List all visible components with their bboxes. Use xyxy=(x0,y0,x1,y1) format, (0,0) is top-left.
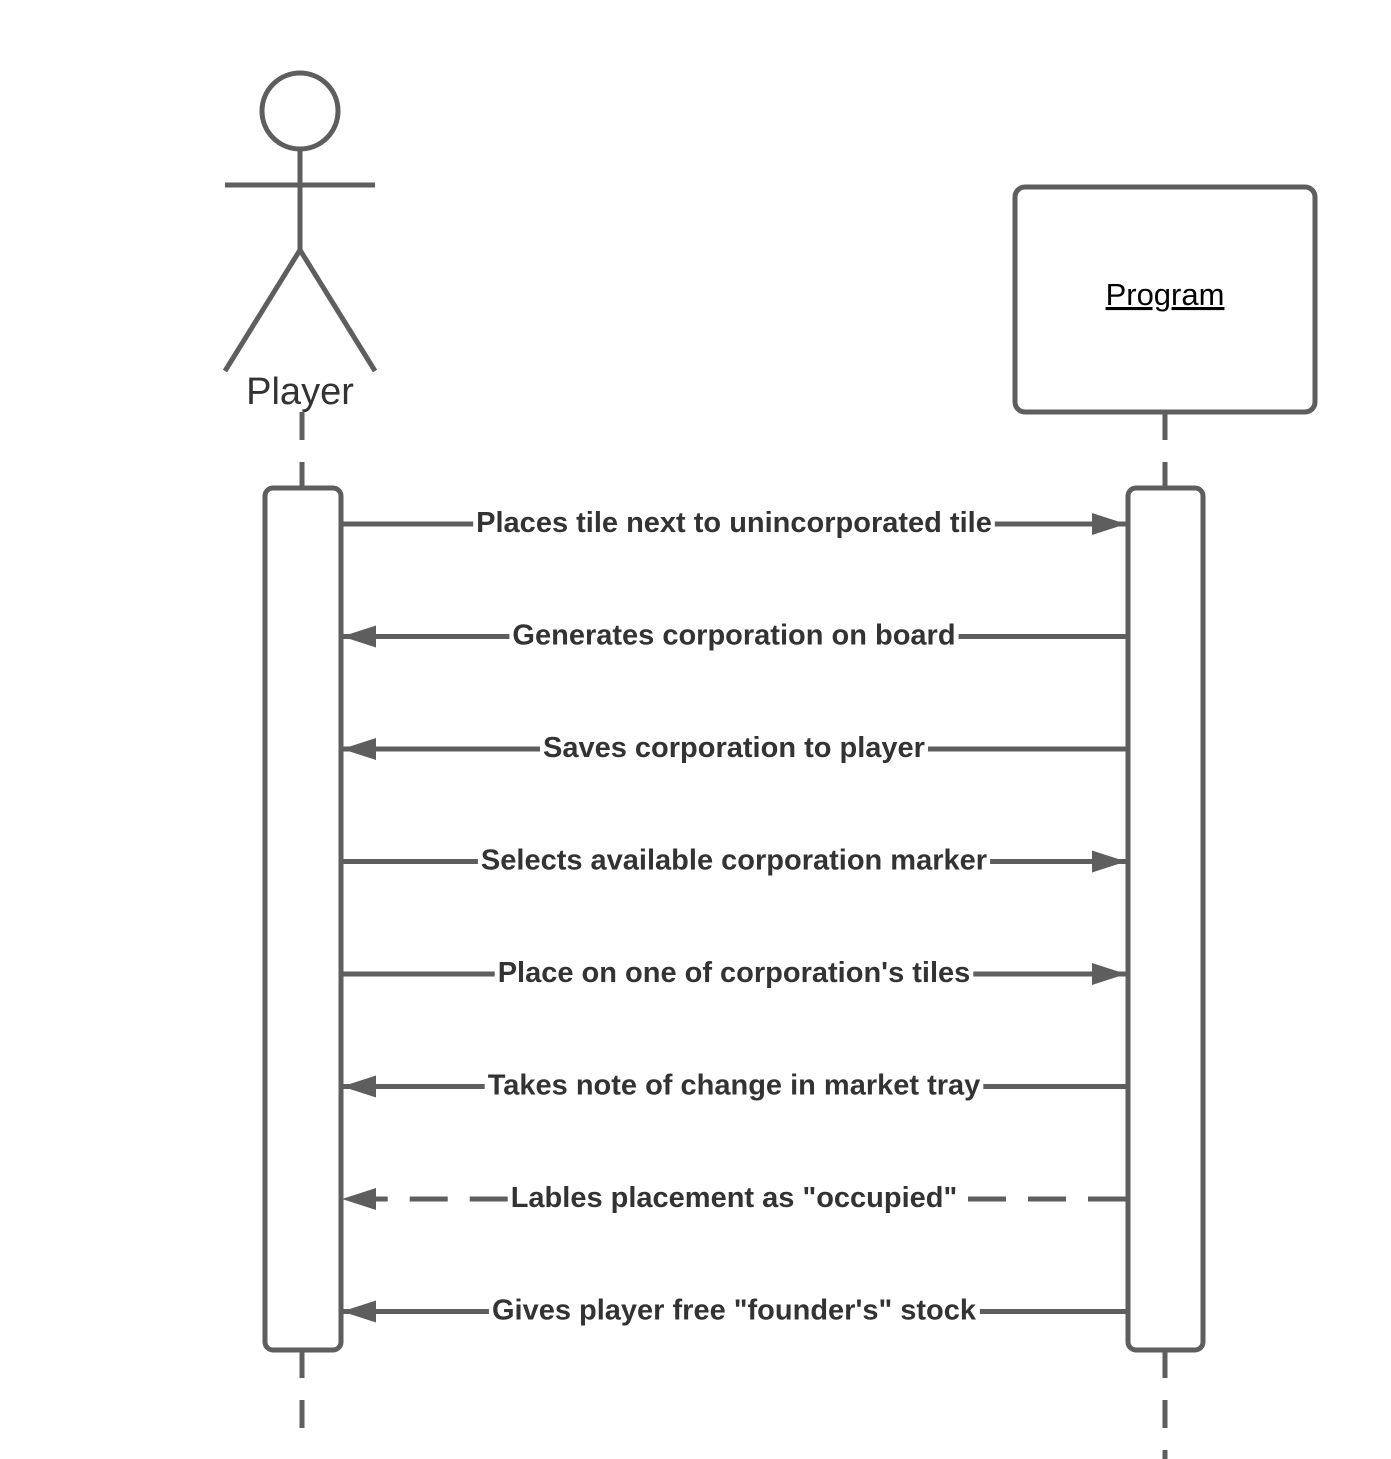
actor-label: Player xyxy=(246,371,354,413)
arrowhead-icon xyxy=(342,1300,376,1323)
message-1: Places tile next to unincorporated tile xyxy=(342,507,1126,539)
message-label: Takes note of change in market tray xyxy=(488,1070,981,1102)
message-label: Generates corporation on board xyxy=(512,620,955,652)
message-label: Saves corporation to player xyxy=(543,732,925,764)
message-4: Selects available corporation marker xyxy=(342,845,1126,877)
messages: Places tile next to unincorporated tileG… xyxy=(342,507,1126,1327)
arrowhead-icon xyxy=(1092,850,1126,873)
arrowhead-icon xyxy=(1092,963,1126,985)
player-activation-bar xyxy=(262,485,344,1353)
message-label: Lables placement as "occupied" xyxy=(511,1182,958,1214)
message-7: Lables placement as "occupied" xyxy=(342,1182,1126,1214)
arrowhead-icon xyxy=(1092,513,1126,535)
message-label: Selects available corporation marker xyxy=(481,845,987,877)
message-6: Takes note of change in market tray xyxy=(342,1070,1126,1102)
arrowhead-icon xyxy=(342,1188,376,1210)
actor-player: Player xyxy=(222,70,378,413)
arrowhead-icon xyxy=(342,1075,376,1098)
object-label: Program xyxy=(1106,277,1225,312)
message-label: Gives player free "founder's" stock xyxy=(492,1295,977,1327)
message-5: Place on one of corporation's tiles xyxy=(342,957,1126,989)
message-8: Gives player free "founder's" stock xyxy=(342,1295,1126,1327)
object-program: Program xyxy=(1012,184,1318,415)
program-activation-bar xyxy=(1125,485,1206,1353)
message-3: Saves corporation to player xyxy=(342,732,1126,764)
stick-figure-icon xyxy=(222,70,378,373)
arrowhead-icon xyxy=(342,625,376,648)
message-2: Generates corporation on board xyxy=(342,620,1126,652)
message-label: Place on one of corporation's tiles xyxy=(498,957,971,989)
message-label: Places tile next to unincorporated tile xyxy=(476,507,992,539)
arrowhead-icon xyxy=(342,738,376,760)
